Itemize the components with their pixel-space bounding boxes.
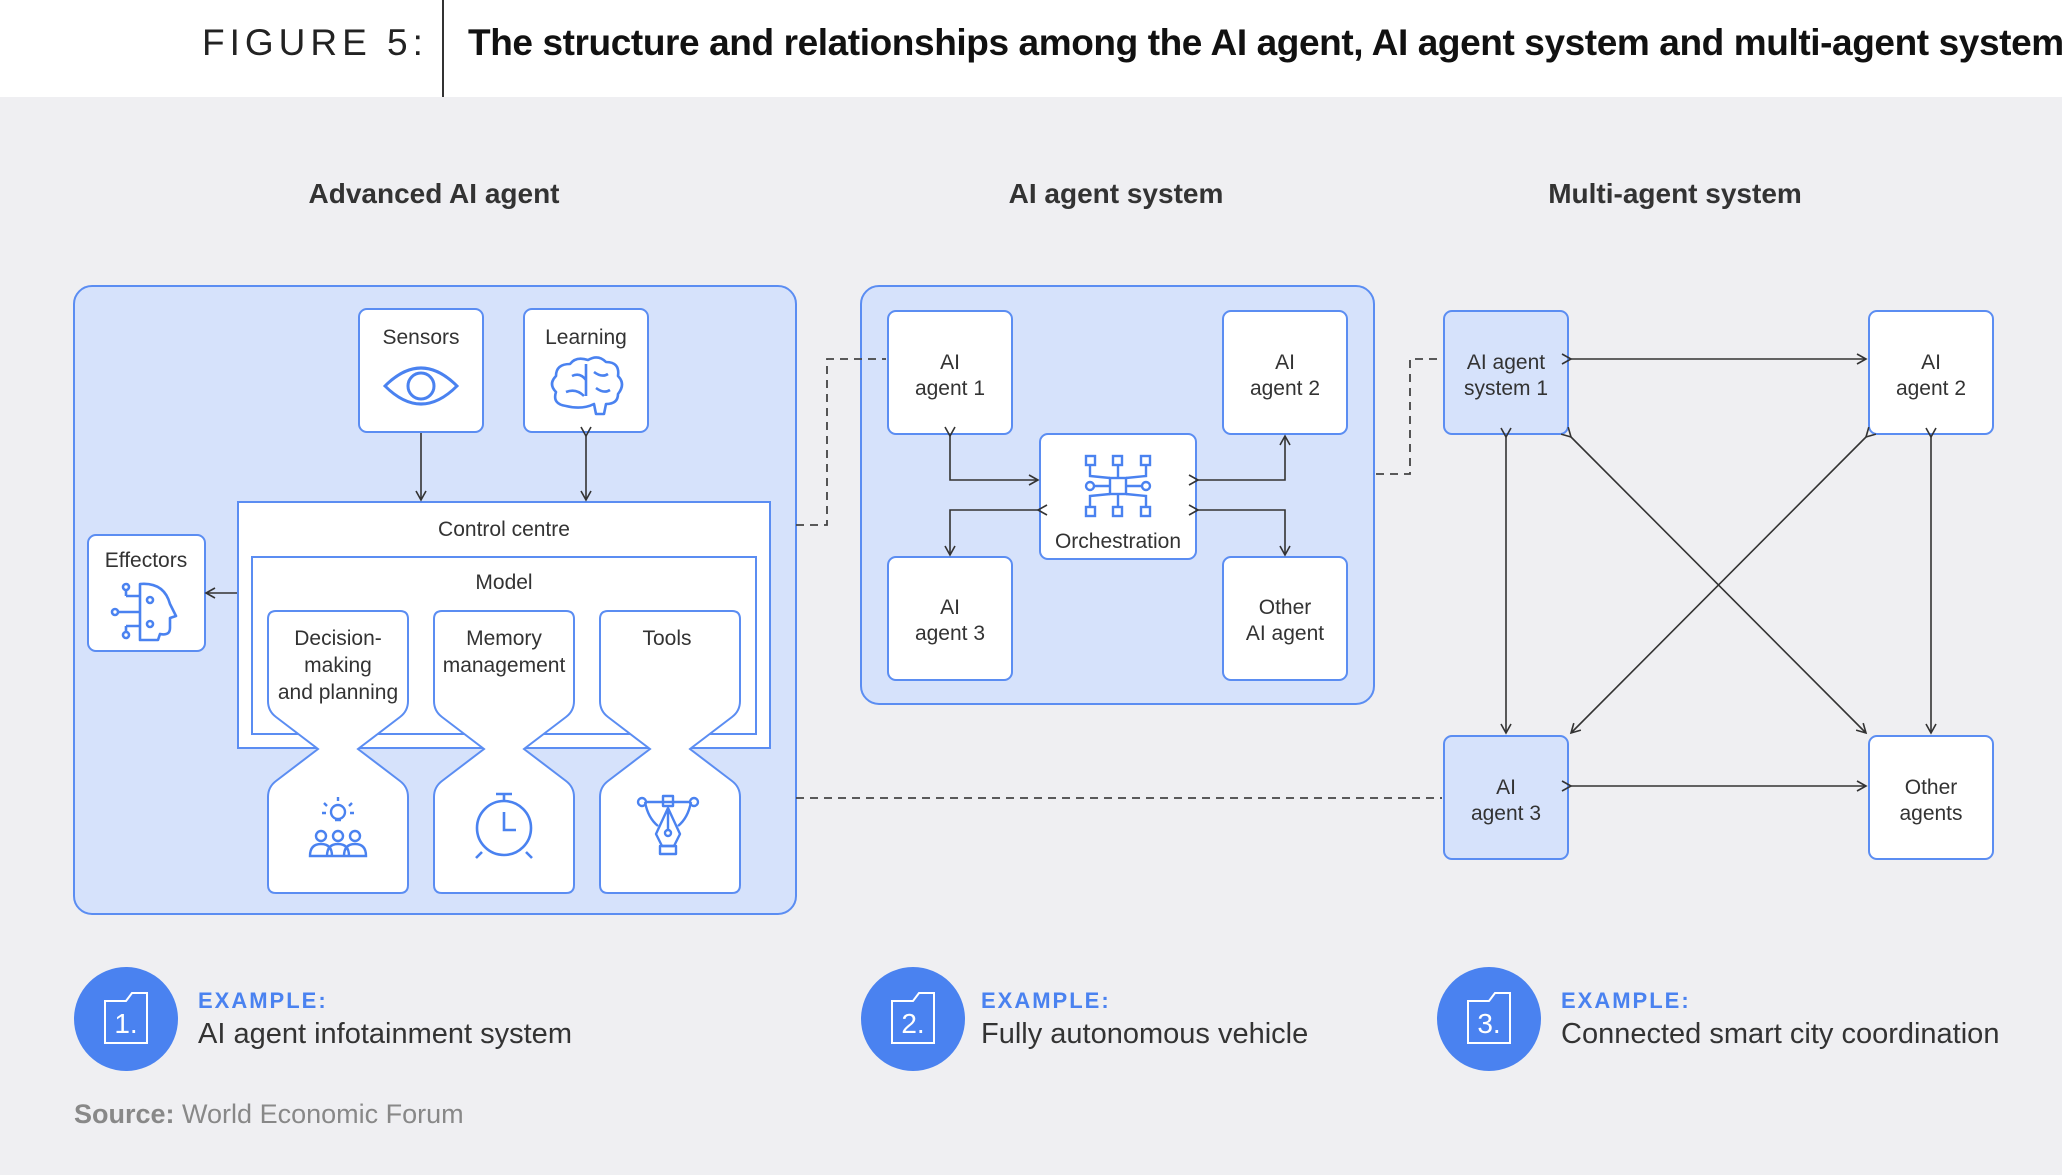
network-chip-icon [1084, 454, 1152, 518]
dashed-link-agent-to-system [796, 358, 886, 526]
brain-icon [550, 356, 624, 416]
multi-other-label-b: agents [1899, 802, 1962, 825]
decision-label-1: Decision- [294, 627, 382, 650]
stopwatch-icon [475, 792, 533, 859]
dashed-link-system-to-multi [1376, 358, 1442, 475]
memory-management-node: Memory management [433, 610, 575, 894]
example-3-text: Connected smart city coordination [1561, 1018, 2000, 1050]
figure-header [0, 0, 2062, 97]
example-3-badge: 3. [1437, 967, 1541, 1071]
memory-label-2: management [443, 654, 566, 677]
decision-label-3: and planning [278, 681, 398, 704]
arrow-agent2-agent3 [1569, 426, 1877, 735]
example-2-badge: 2. [861, 967, 965, 1071]
folder-icon: 1. [104, 992, 148, 1044]
source-text: World Economic Forum [182, 1099, 464, 1129]
system-other-label-a: Other [1259, 596, 1312, 619]
multi-other-label-a: Other [1905, 776, 1958, 799]
multi-agent-2-label-b: agent 2 [1896, 377, 1966, 400]
orchestration-label: Orchestration [1055, 530, 1181, 553]
multi-agent-3-label-b: agent 3 [1471, 802, 1541, 825]
multi-system-1-label-a: AI agent [1467, 351, 1545, 374]
system-agent-1-label-a: AI [940, 351, 960, 374]
system-agent-3-label-a: AI [940, 596, 960, 619]
source-note: Source: World Economic Forum [74, 1099, 464, 1130]
section-title-advanced-agent: Advanced AI agent [308, 178, 560, 209]
example-2-heading: EXAMPLE: [981, 988, 1111, 1013]
example-1-badge: 1. [74, 967, 178, 1071]
example-1-text: AI agent infotainment system [198, 1018, 572, 1050]
figure-title: The structure and relationships among th… [468, 22, 2062, 63]
multi-agent-3-node: AI agent 3 [1443, 735, 1569, 860]
model-label: Model [475, 571, 532, 594]
system-other-agent-node: Other AI agent [1222, 556, 1348, 681]
pen-tool-icon [636, 794, 700, 856]
section-title-agent-system: AI agent system [1008, 178, 1224, 209]
source-label: Source: [74, 1099, 175, 1129]
multi-agent-2-node: AI agent 2 [1868, 310, 1994, 435]
system-agent-3-node: AI agent 3 [887, 556, 1013, 681]
robot-head-icon [110, 582, 178, 642]
system-agent-1-label-b: agent 1 [915, 377, 985, 400]
arrow-other-orchestration [1188, 504, 1291, 557]
effectors-node: Effectors [87, 534, 206, 652]
system-agent-1-node: AI agent 1 [887, 310, 1013, 435]
multi-other-agents-node: Other agents [1868, 735, 1994, 860]
people-idea-icon [308, 797, 368, 858]
eye-icon [382, 366, 460, 406]
learning-node: Learning [523, 308, 649, 433]
orchestration-node: Orchestration [1039, 433, 1197, 560]
system-agent-2-label-b: agent 2 [1250, 377, 1320, 400]
system-agent-2-node: AI agent 2 [1222, 310, 1348, 435]
arrow-agent1-orchestration [944, 426, 1040, 486]
decision-label-2: making [304, 654, 372, 677]
multi-agent-3-label-a: AI [1496, 776, 1516, 799]
system-agent-2-label-a: AI [1275, 351, 1295, 374]
folder-icon: 2. [891, 992, 935, 1044]
example-3-number: 3. [1477, 1008, 1500, 1039]
tools-node: Tools [599, 610, 741, 894]
decision-making-node: Decision- making and planning [267, 610, 409, 894]
sensors-label: Sensors [382, 326, 459, 349]
memory-label-1: Memory [466, 627, 542, 650]
example-2-text: Fully autonomous vehicle [981, 1018, 1309, 1050]
multi-agent-2-label-a: AI [1921, 351, 1941, 374]
arrow-agent2-orchestration [1188, 434, 1291, 486]
example-2-number: 2. [901, 1008, 924, 1039]
tools-label: Tools [642, 627, 691, 650]
system-agent-3-label-b: agent 3 [915, 622, 985, 645]
header-divider [442, 0, 444, 97]
multi-system-1-label-b: system 1 [1464, 377, 1548, 400]
section-title-multi-agent: Multi-agent system [1548, 178, 1802, 209]
figure-label: FIGURE 5: [202, 22, 428, 63]
example-1-number: 1. [114, 1008, 137, 1039]
folder-icon: 3. [1467, 992, 1511, 1044]
sensors-node: Sensors [358, 308, 484, 433]
example-3-heading: EXAMPLE: [1561, 988, 1691, 1013]
arrow-agent3-orchestration [944, 504, 1048, 557]
control-centre-label: Control centre [438, 518, 570, 541]
system-other-label-b: AI agent [1246, 622, 1324, 645]
learning-label: Learning [545, 326, 627, 349]
multi-system-1-node: AI agent system 1 [1443, 310, 1569, 435]
effectors-label: Effectors [105, 549, 187, 572]
example-1-heading: EXAMPLE: [198, 988, 328, 1013]
